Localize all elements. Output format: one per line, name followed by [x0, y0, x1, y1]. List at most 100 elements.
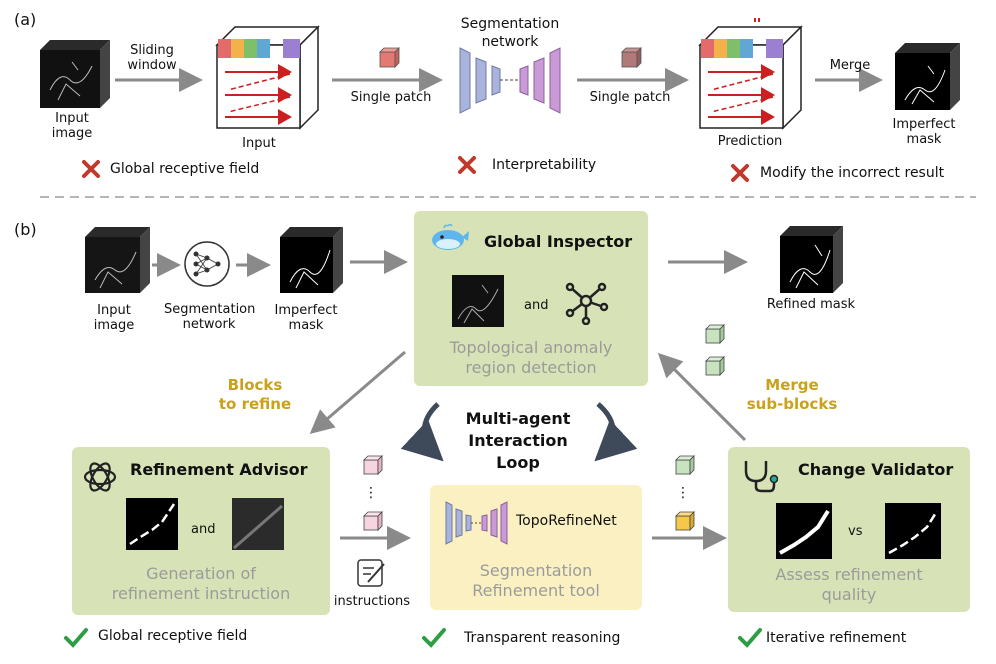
- seg-network-line-2: network: [481, 34, 539, 50]
- imperfect-mask-label-b: Imperfect mask: [266, 303, 346, 333]
- neural-network-icon: [184, 241, 230, 287]
- prediction-grid-cube: [698, 18, 803, 130]
- input-image-b-line-1: Input: [97, 303, 131, 318]
- arrow-merge-sub-blocks: [657, 352, 747, 442]
- change-validator-panel: Change Validator vs Assess refinement qu…: [728, 447, 970, 612]
- advisor-subtitle: Generation of refinement instruction: [72, 564, 330, 604]
- x-mark-1: [82, 160, 100, 178]
- imperfect-mask-b-line-1: Imperfect: [274, 303, 338, 318]
- imperfect-mask-label-a: Imperfect mask: [884, 117, 964, 147]
- merge-sub-line-2: sub-blocks: [746, 395, 838, 413]
- tool-panel: TopoRefineNet Segmentation Refinement to…: [430, 485, 642, 610]
- advisor-image-2: [232, 498, 284, 550]
- interaction-loop-label: Multi-agent Interaction Loop: [445, 408, 591, 474]
- x-mark-3: [731, 164, 749, 182]
- input-image-label-a: Input image: [40, 111, 104, 141]
- blocks-line-2: to refine: [218, 395, 292, 413]
- single-patch-label-2: Single patch: [589, 90, 671, 105]
- imperfect-mask-b-line-2: mask: [288, 318, 324, 333]
- advisor-image-1: [126, 498, 178, 550]
- yellow-cube: [675, 511, 695, 531]
- instructions-icon: [357, 559, 385, 587]
- check-mark-3: [738, 628, 762, 648]
- validator-image-1: [776, 503, 832, 559]
- check-mark-2: [422, 628, 446, 648]
- panel-a-label: (a): [14, 10, 37, 29]
- input-grid-cube: [215, 25, 320, 130]
- global-inspector-panel: Global Inspector and Topological anomaly…: [414, 211, 648, 386]
- topo-net-icon: [444, 500, 510, 546]
- validator-vs: vs: [848, 524, 863, 539]
- tool-subtitle-line-2: Refinement tool: [472, 581, 600, 600]
- dots-left: ⋮: [364, 485, 378, 501]
- merge-label-a: Merge: [829, 58, 871, 73]
- benefit-global-receptive-field: Global receptive field: [98, 628, 248, 644]
- tool-name: TopoRefineNet: [516, 513, 617, 529]
- inspector-subtitle-line-1: Topological anomaly: [449, 338, 613, 357]
- merge-sub-line-1: Merge: [765, 376, 819, 394]
- green-cube-3: [675, 455, 695, 475]
- imperfect-mask-cube-b: [280, 227, 343, 293]
- input-image-line-1: Input: [55, 111, 89, 126]
- issue-global-receptive-field: Global receptive field: [110, 161, 260, 177]
- advisor-subtitle-line-2: refinement instruction: [111, 584, 291, 603]
- patch-cube-1: [379, 47, 400, 68]
- global-inspector-title: Global Inspector: [484, 232, 633, 251]
- instructions-label: instructions: [333, 594, 411, 609]
- check-mark-1: [64, 628, 88, 648]
- green-cube-2: [705, 356, 725, 376]
- advisor-title: Refinement Advisor: [130, 460, 308, 479]
- whale-icon: [430, 223, 470, 251]
- input-cube-b: [85, 227, 150, 293]
- imperfect-mask-line-2: mask: [906, 132, 942, 147]
- issue-modify-incorrect: Modify the incorrect result: [760, 165, 945, 181]
- loop-line-2: Interaction Loop: [468, 431, 568, 472]
- inspector-subtitle-line-2: region detection: [465, 358, 597, 377]
- inspector-subtitle: Topological anomaly region detection: [414, 338, 648, 378]
- tool-subtitle: Segmentation Refinement tool: [430, 561, 642, 601]
- refinement-advisor-panel: Refinement Advisor and Generation of ref…: [72, 447, 330, 615]
- green-cube-1: [705, 324, 725, 344]
- seg-network-b-line-1: Segmentation: [164, 302, 256, 317]
- input-image-b-line-2: image: [93, 318, 135, 333]
- inspector-and: and: [524, 298, 549, 313]
- merge-sub-blocks-label: Merge sub-blocks: [742, 376, 842, 414]
- x-mark-2: [458, 156, 476, 174]
- imperfect-mask-cube-a: [895, 43, 960, 110]
- inspector-image: [452, 275, 504, 327]
- validator-subtitle-line-1: Assess refinement: [775, 565, 923, 584]
- advisor-subtitle-line-1: Generation of: [146, 564, 256, 583]
- seg-network-b-line-2: network: [182, 317, 236, 332]
- refined-mask-label: Refined mask: [766, 297, 856, 312]
- validator-subtitle-line-2: quality: [821, 585, 877, 604]
- issue-interpretability: Interpretability: [492, 157, 597, 173]
- arrow-blocks-to-refine: [309, 350, 406, 434]
- blocks-to-refine-label: Blocks to refine: [205, 376, 305, 414]
- sliding-window-line-2: window: [127, 58, 177, 73]
- seg-network-icon-a: [459, 47, 561, 114]
- openai-icon: [80, 457, 120, 497]
- single-patch-label-1: Single patch: [350, 90, 432, 105]
- seg-network-line-1: Segmentation: [460, 16, 560, 32]
- seg-network-label-b: Segmentation network: [164, 302, 256, 332]
- validator-image-2: [885, 503, 941, 559]
- loop-arrow-right: [594, 402, 638, 462]
- validator-subtitle: Assess refinement quality: [728, 565, 970, 605]
- imperfect-mask-line-1: Imperfect: [892, 117, 956, 132]
- sliding-window-label: Sliding window: [120, 43, 184, 73]
- dots-right: ⋮: [676, 485, 690, 501]
- input-image-label-b: Input image: [82, 303, 146, 333]
- advisor-and: and: [191, 522, 216, 537]
- sliding-window-line-1: Sliding: [130, 43, 174, 58]
- seg-network-label-a: Segmentation network: [450, 15, 570, 51]
- loop-arrow-left: [400, 402, 444, 462]
- benefit-transparent-reasoning: Transparent reasoning: [464, 630, 621, 646]
- panel-b-label: (b): [14, 220, 37, 239]
- blocks-line-1: Blocks: [227, 376, 283, 394]
- prediction-label: Prediction: [717, 134, 783, 149]
- stethoscope-icon: [742, 459, 778, 493]
- input-grid-label: Input: [242, 136, 276, 151]
- input-image-line-2: image: [51, 126, 93, 141]
- refined-mask-cube: [780, 226, 843, 293]
